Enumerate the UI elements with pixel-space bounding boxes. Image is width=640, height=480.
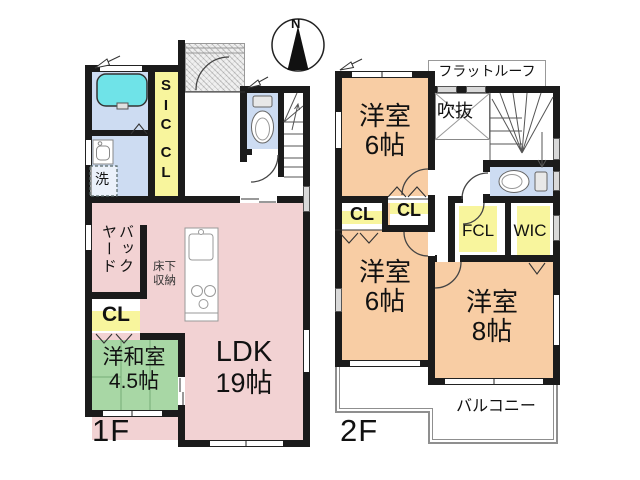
- closet-1f-shelf: [92, 311, 140, 331]
- window: [466, 86, 486, 93]
- bedroom-north-label: 洋室 6帖: [340, 101, 430, 161]
- door-opening: [428, 170, 435, 195]
- door-opening: [428, 232, 435, 256]
- wall-segment: [140, 225, 147, 299]
- window: [85, 225, 92, 250]
- door-opening: [240, 196, 277, 203]
- window: [303, 186, 310, 212]
- closet-sic-label: SIC: [160, 77, 172, 133]
- window: [437, 86, 457, 93]
- wall-segment: [92, 130, 152, 136]
- wall-segment: [92, 292, 147, 299]
- closet-2f-left-label: CL: [350, 204, 374, 224]
- floor1-label: 1F: [92, 413, 131, 448]
- wall-segment: [460, 255, 560, 262]
- window: [553, 215, 560, 241]
- window: [553, 295, 560, 345]
- wall-segment: [240, 149, 252, 155]
- bedroom-southeast-label: 洋室 8帖: [430, 287, 554, 347]
- door-opening: [178, 377, 185, 405]
- window: [210, 440, 283, 447]
- room-toilet-2f: [490, 167, 553, 196]
- room-toilet-1f: [247, 93, 278, 149]
- backyard-label: バックヤード: [100, 224, 134, 275]
- window: [553, 138, 560, 160]
- stairs-2f: [489, 92, 554, 169]
- window: [445, 378, 543, 385]
- floor2-label: 2F: [340, 413, 379, 448]
- wall-segment: [303, 86, 310, 447]
- bedroom-southwest-name: 洋室: [358, 257, 411, 287]
- balcony-label: バルコニー: [456, 398, 536, 415]
- stairs-1f: [283, 92, 304, 178]
- room-washitsu-size: 4.5帖: [108, 369, 160, 393]
- room-washitsu-name: 洋和室: [102, 346, 166, 369]
- window: [352, 71, 412, 78]
- wall-segment: [382, 225, 435, 232]
- window: [350, 360, 420, 367]
- wall-segment: [278, 86, 284, 177]
- closet-wic-shelf: [517, 206, 550, 255]
- bedroom-north-name: 洋室: [358, 101, 411, 131]
- window: [303, 330, 310, 372]
- window: [100, 65, 142, 72]
- wall-segment: [178, 40, 185, 203]
- bedroom-southwest-label: 洋室 6帖: [340, 257, 430, 317]
- flat-roof-label: フラットルーフ: [438, 63, 536, 79]
- laundry-label: 洗: [95, 171, 109, 187]
- closet-hall-label: CL: [160, 144, 172, 181]
- room-ldk-label: LDK 19帖: [185, 336, 303, 399]
- closet-fcl-label: FCL: [461, 221, 495, 240]
- bedroom-southeast-size: 8帖: [471, 316, 513, 347]
- window: [553, 171, 560, 191]
- closet-wic-label: WIC: [513, 221, 547, 240]
- wall-segment: [505, 196, 511, 262]
- bedroom-southeast-name: 洋室: [465, 287, 518, 317]
- void-label: 吹抜: [437, 101, 473, 121]
- room-bathroom: [92, 72, 148, 130]
- wall-segment: [483, 196, 560, 203]
- compass-north-label: N: [291, 16, 301, 31]
- window: [85, 140, 92, 165]
- bedroom-southwest-size: 6帖: [364, 286, 406, 317]
- bedroom-north-size: 6帖: [364, 130, 406, 161]
- wall-segment: [335, 196, 385, 203]
- room-ldk-name: LDK: [215, 336, 273, 368]
- wall-segment: [448, 196, 463, 203]
- wall-segment: [178, 405, 185, 417]
- wall-segment: [85, 196, 240, 203]
- room-ldk-size: 19帖: [215, 368, 273, 399]
- wall-segment: [483, 160, 560, 167]
- entrance-porch: [185, 43, 245, 92]
- room-washitsu-label: 洋和室 4.5帖: [90, 346, 178, 393]
- floor-storage-label: 床下収納: [153, 261, 176, 287]
- closet-1f-label: CL: [102, 303, 130, 326]
- wall-segment: [483, 194, 490, 203]
- closet-2f-right-label: CL: [397, 200, 421, 220]
- wall-segment: [178, 333, 185, 377]
